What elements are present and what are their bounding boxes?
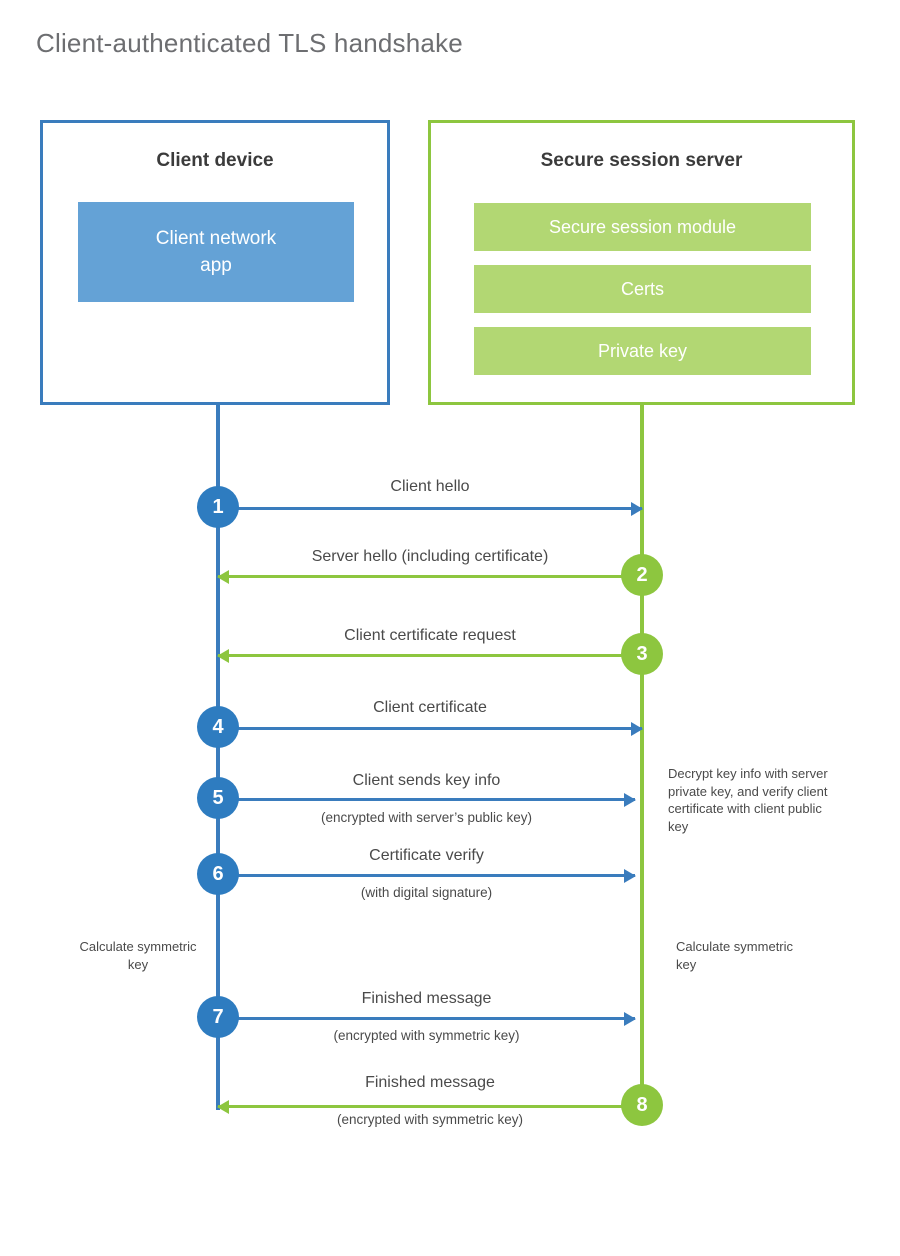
message-label-8: Finished message <box>365 1074 495 1091</box>
step-circle-4: 4 <box>197 706 239 748</box>
arrow-shaft <box>218 874 635 877</box>
arrow-shaft <box>218 575 642 578</box>
step-number-6: 6 <box>212 862 224 885</box>
arrow-shaft <box>218 727 642 730</box>
server-block-secure-session-module: Secure session module <box>474 203 811 251</box>
message-sublabel-6: (with digital signature) <box>360 885 493 900</box>
secure-session-server-title: Secure session server <box>540 150 743 171</box>
server-block-private-key: Private key <box>474 327 811 375</box>
server-lifeline <box>640 405 644 1107</box>
arrow-head-right-icon <box>624 868 636 883</box>
step-number-5: 5 <box>212 786 224 809</box>
arrow-head-right-icon <box>624 1011 636 1026</box>
client-network-app-block: Client network app <box>78 202 354 302</box>
message-label-1: Client hello <box>390 478 470 495</box>
arrow-shaft <box>218 654 642 657</box>
arrow-shaft <box>218 1017 635 1020</box>
message-sublabel-5: (encrypted with server’s public key) <box>320 810 533 825</box>
step-circle-7: 7 <box>197 996 239 1038</box>
step-circle-6: 6 <box>197 853 239 895</box>
step-circle-1: 1 <box>197 486 239 528</box>
step-number-1: 1 <box>212 495 224 518</box>
message-label-6: Certificate verify <box>369 847 484 864</box>
message-label-5: Client sends key info <box>352 772 501 789</box>
client-app-label-line1: Client network <box>155 228 277 249</box>
step-circle-3: 3 <box>621 633 663 675</box>
step-circle-5: 5 <box>197 777 239 819</box>
server-block-certs: Certs <box>474 265 811 313</box>
message-label-7: Finished message <box>361 990 492 1007</box>
message-sublabel-7: (encrypted with symmetric key) <box>333 1028 520 1043</box>
arrow-head-left-icon <box>217 569 229 584</box>
arrow-head-right-icon <box>631 721 643 736</box>
arrow-shaft <box>218 507 642 510</box>
client-calculate-symmetric-key-note: Calculate symmetric key <box>79 939 197 972</box>
step-number-3: 3 <box>636 642 648 665</box>
message-label-4: Client certificate <box>373 699 487 716</box>
client-lifeline <box>216 405 220 1110</box>
message-sublabel-8: (encrypted with symmetric key) <box>336 1112 524 1127</box>
step-number-2: 2 <box>636 563 648 586</box>
step-number-8: 8 <box>636 1093 648 1116</box>
server-decrypt-note: Decrypt key info with server private key… <box>668 766 828 834</box>
arrow-head-left-icon <box>217 1099 229 1114</box>
page-title: Client-authenticated TLS handshake <box>36 28 463 58</box>
step-circle-8: 8 <box>621 1084 663 1126</box>
step-circle-2: 2 <box>621 554 663 596</box>
client-app-label-line2: app <box>200 255 232 276</box>
server-calculate-symmetric-key-note: Calculate symmetric key <box>676 939 794 972</box>
step-number-7: 7 <box>212 1005 224 1028</box>
arrow-shaft <box>218 798 635 801</box>
message-label-3: Client certificate request <box>344 627 516 644</box>
secure-session-server-box: Secure session server Secure session mod… <box>428 120 855 405</box>
client-device-title: Client device <box>156 150 274 171</box>
arrow-head-left-icon <box>217 648 229 663</box>
step-number-4: 4 <box>212 715 224 738</box>
arrow-head-right-icon <box>624 792 636 807</box>
message-label-2: Server hello (including certificate) <box>311 548 549 565</box>
arrow-head-right-icon <box>631 501 643 516</box>
arrow-shaft <box>218 1105 642 1108</box>
client-device-box: Client device Client network app <box>40 120 390 405</box>
